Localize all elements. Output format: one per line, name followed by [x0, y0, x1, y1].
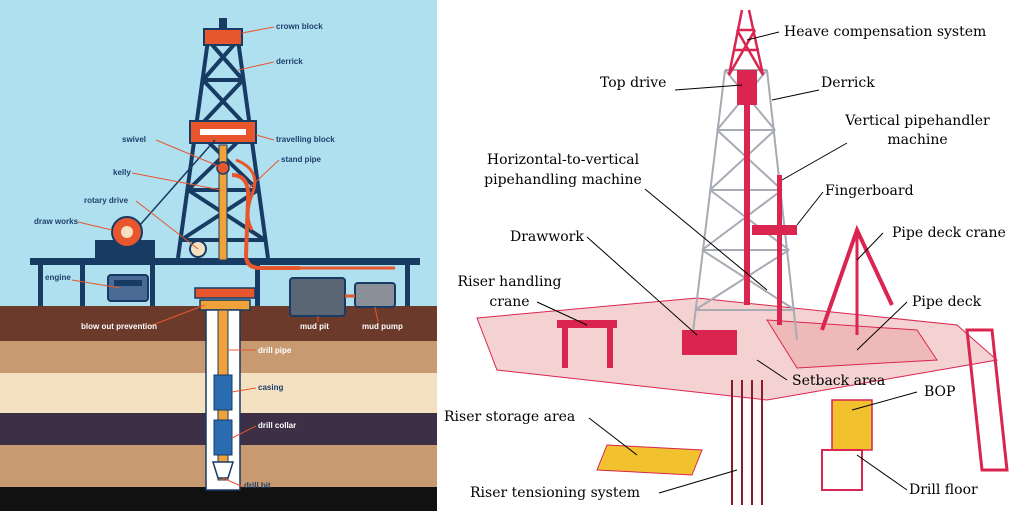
casing-section [213, 374, 233, 411]
label-draw-works: draw works [34, 217, 79, 226]
drill-string [744, 105, 750, 305]
drill-floor-frame [821, 449, 863, 491]
ground-bottom-band [0, 487, 437, 511]
label-vertical-pipehandler-line2: machine [887, 132, 948, 148]
engine-detail [114, 280, 142, 286]
mud-pit [289, 277, 346, 317]
label-bop: BOP [924, 384, 956, 400]
label-casing: casing [258, 383, 284, 392]
label-stand-pipe: stand pipe [281, 155, 322, 164]
label-drill-bit: drill bit [244, 481, 271, 490]
engine [107, 274, 149, 302]
crown-block [203, 28, 243, 46]
label-horizontal-to-vertical-line2: pipehandling machine [484, 172, 642, 188]
label-mud-pump: mud pump [362, 322, 403, 331]
label-horizontal-to-vertical-line1: Horizontal-to-vertical [486, 152, 640, 168]
label-heave-compensation-system: Heave compensation system [784, 24, 987, 40]
label-rotary-drive: rotary drive [84, 196, 129, 205]
label-crown-block: crown block [276, 22, 323, 31]
travelling-block-stripe [200, 129, 246, 135]
riser-tensioning-lines [731, 380, 763, 505]
rig-floor [30, 258, 420, 265]
label-drill-pipe: drill pipe [258, 346, 292, 355]
label-blow-out-prevention: blow out prevention [81, 322, 157, 331]
label-mud-pit: mud pit [300, 322, 329, 331]
platform-legs [38, 265, 410, 306]
riser-storage [596, 444, 703, 476]
drill-collar [213, 419, 233, 456]
label-riser-tensioning-system: Riser tensioning system [470, 485, 641, 501]
pipe-deck [766, 319, 938, 369]
label-drill-floor: Drill floor [909, 482, 978, 498]
label-kelly: kelly [113, 168, 131, 177]
side-gantry [965, 328, 1009, 472]
label-engine: engine [45, 273, 71, 282]
label-top-drive: Top drive [600, 75, 667, 91]
blow-out-preventer-upper [194, 287, 256, 299]
heave-compensation-structure [727, 9, 765, 76]
label-leader-lines [71, 26, 379, 488]
rotary-hose [235, 158, 257, 231]
offshore-rig-diagram: Heave compensation system Top drive Derr… [437, 0, 1024, 511]
offshore-rig-illustration [476, 9, 1009, 505]
riser-handling-crane-leg-2 [607, 328, 613, 368]
label-travelling-block: travelling block [276, 135, 335, 144]
fingerboard [752, 225, 797, 235]
land-rig-illustration [0, 18, 437, 511]
blow-out-preventer-lower [199, 299, 251, 311]
label-riser-handling-crane-line2: crane [489, 294, 530, 310]
label-leader-lines [536, 31, 918, 494]
riser-handling-crane-beam [557, 320, 617, 328]
drawwork [682, 330, 737, 355]
label-riser-handling-crane-line1: Riser handling [457, 274, 562, 290]
label-swivel: swivel [122, 135, 147, 144]
drill-line [139, 139, 216, 226]
label-derrick-offshore: Derrick [821, 75, 875, 91]
drill-bit [211, 461, 235, 479]
label-riser-storage-area: Riser storage area [444, 409, 576, 425]
vertical-pipehandler [777, 175, 782, 325]
bop-stack [831, 399, 873, 451]
mud-pump [354, 282, 396, 308]
label-drawwork: Drawwork [510, 229, 584, 245]
kelly [218, 144, 228, 261]
label-pipe-deck-crane: Pipe deck crane [892, 225, 1006, 241]
label-drill-collar: drill collar [258, 421, 297, 430]
draw-works-base [95, 240, 155, 258]
label-vertical-pipehandler-line1: Vertical pipehandler [845, 113, 990, 129]
land-rig-diagram: crown block derrick swivel travelling bl… [0, 0, 437, 511]
draw-works-hub [121, 226, 133, 238]
label-fingerboard: Fingerboard [825, 183, 914, 199]
label-derrick: derrick [276, 57, 303, 66]
riser-handling-crane-leg-1 [562, 328, 568, 368]
top-drive-unit [737, 70, 757, 105]
label-pipe-deck: Pipe deck [912, 294, 982, 310]
stand-pipe [231, 173, 300, 270]
crown-block-top [219, 18, 227, 29]
label-setback-area: Setback area [792, 373, 886, 389]
